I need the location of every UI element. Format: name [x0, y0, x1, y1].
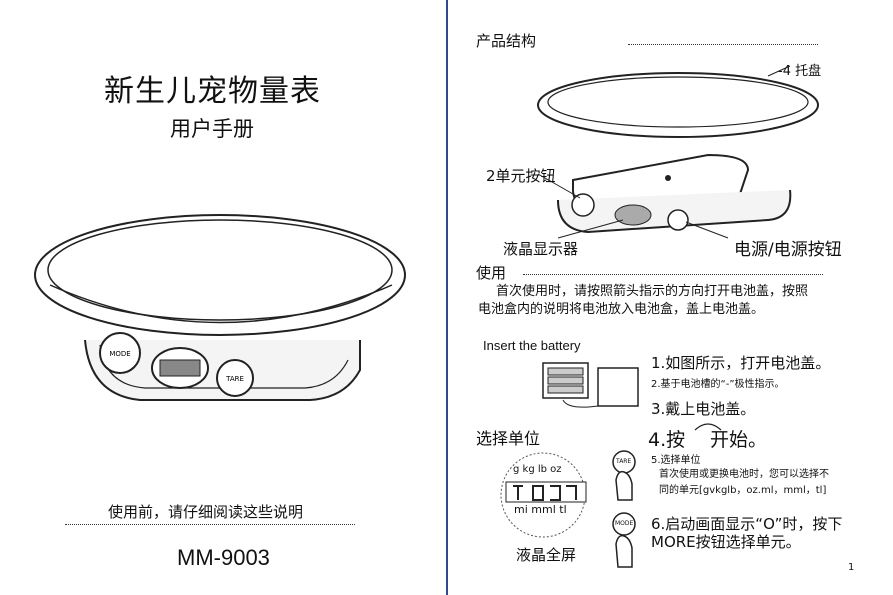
- step-5-title: 5.选择单位: [651, 455, 701, 466]
- step-1: 1.如图所示，打开电池盖。: [651, 354, 831, 372]
- step-4-press: 4.按: [648, 429, 686, 451]
- use-text-2: 电池盒内的说明将电池放入电池盒，盖上电池盖。: [478, 302, 765, 317]
- tare-button[interactable]: [216, 359, 254, 397]
- battery-title: Insert the battery: [483, 338, 581, 353]
- label-unit-button: 2单元按钮: [486, 167, 556, 185]
- mode-button[interactable]: [99, 332, 141, 374]
- label-tray: -4 托盘: [778, 64, 822, 79]
- page-number: 1: [848, 562, 855, 573]
- mode-button-label: MODE: [109, 350, 130, 358]
- page-divider: [446, 0, 448, 595]
- step-6-line-1: 6.启动画面显示“O”时，按下: [651, 515, 843, 533]
- step-5-line-1: 首次使用或更换电池时，您可以选择不: [659, 469, 829, 480]
- dotted-divider: [65, 524, 355, 525]
- lcd-units-bottom: mi mml tl: [514, 503, 567, 516]
- use-text-1: 首次使用时，请按照箭头指示的方向打开电池盖，按照: [496, 284, 809, 299]
- structure-dots: [628, 44, 818, 45]
- scale-illustration: MODE TARE: [34, 214, 406, 401]
- right-page: 产品结构 -4 托盘 2单元按钮 液晶显示器 电源/电源按钮 使用 首次使用时，…: [448, 0, 893, 595]
- arc-icon: [694, 423, 722, 431]
- manual-title: 新生儿宠物量表: [104, 74, 321, 109]
- label-power: 电源/电源按钮: [734, 240, 842, 260]
- battery-illustration: [542, 362, 639, 408]
- lcd-full-screen: [500, 452, 587, 538]
- label-display: 液晶显示器: [503, 240, 579, 258]
- left-page: 新生儿宠物量表 用户手册 MODE TARE 使用前，请仔细阅读这些说明 MM-…: [34, 74, 406, 570]
- tare-button-label: TARE: [225, 375, 244, 383]
- step-4-start: 开始。: [710, 429, 768, 451]
- structure-diagram: [537, 65, 819, 239]
- section-structure: 产品结构: [476, 32, 537, 50]
- lcd-units-top: g kg lb oz: [513, 464, 562, 475]
- step-5-line-2: 同的单元[gvkglb，oz.ml，mml，tl]: [659, 485, 827, 496]
- tare-press-icon: [612, 450, 636, 501]
- mode-icon-label: MODE: [615, 520, 634, 527]
- model-number: MM-9003: [177, 545, 270, 570]
- section-use: 使用: [476, 264, 507, 282]
- tare-icon-label: TARE: [616, 458, 632, 465]
- step-6-line-2: MORE按钮选择单元。: [651, 533, 801, 551]
- section-unit: 选择单位: [476, 429, 541, 448]
- mode-press-icon: [612, 512, 636, 568]
- step-3: 3.戴上电池盖。: [651, 400, 756, 418]
- pre-use-notice: 使用前，请仔细阅读这些说明: [108, 503, 304, 521]
- lcd-caption: 液晶全屏: [516, 546, 577, 564]
- use-dots: [523, 274, 823, 275]
- step-2: 2.基于电池槽的“-”极性指示。: [651, 379, 785, 390]
- manual-subtitle: 用户手册: [170, 117, 254, 141]
